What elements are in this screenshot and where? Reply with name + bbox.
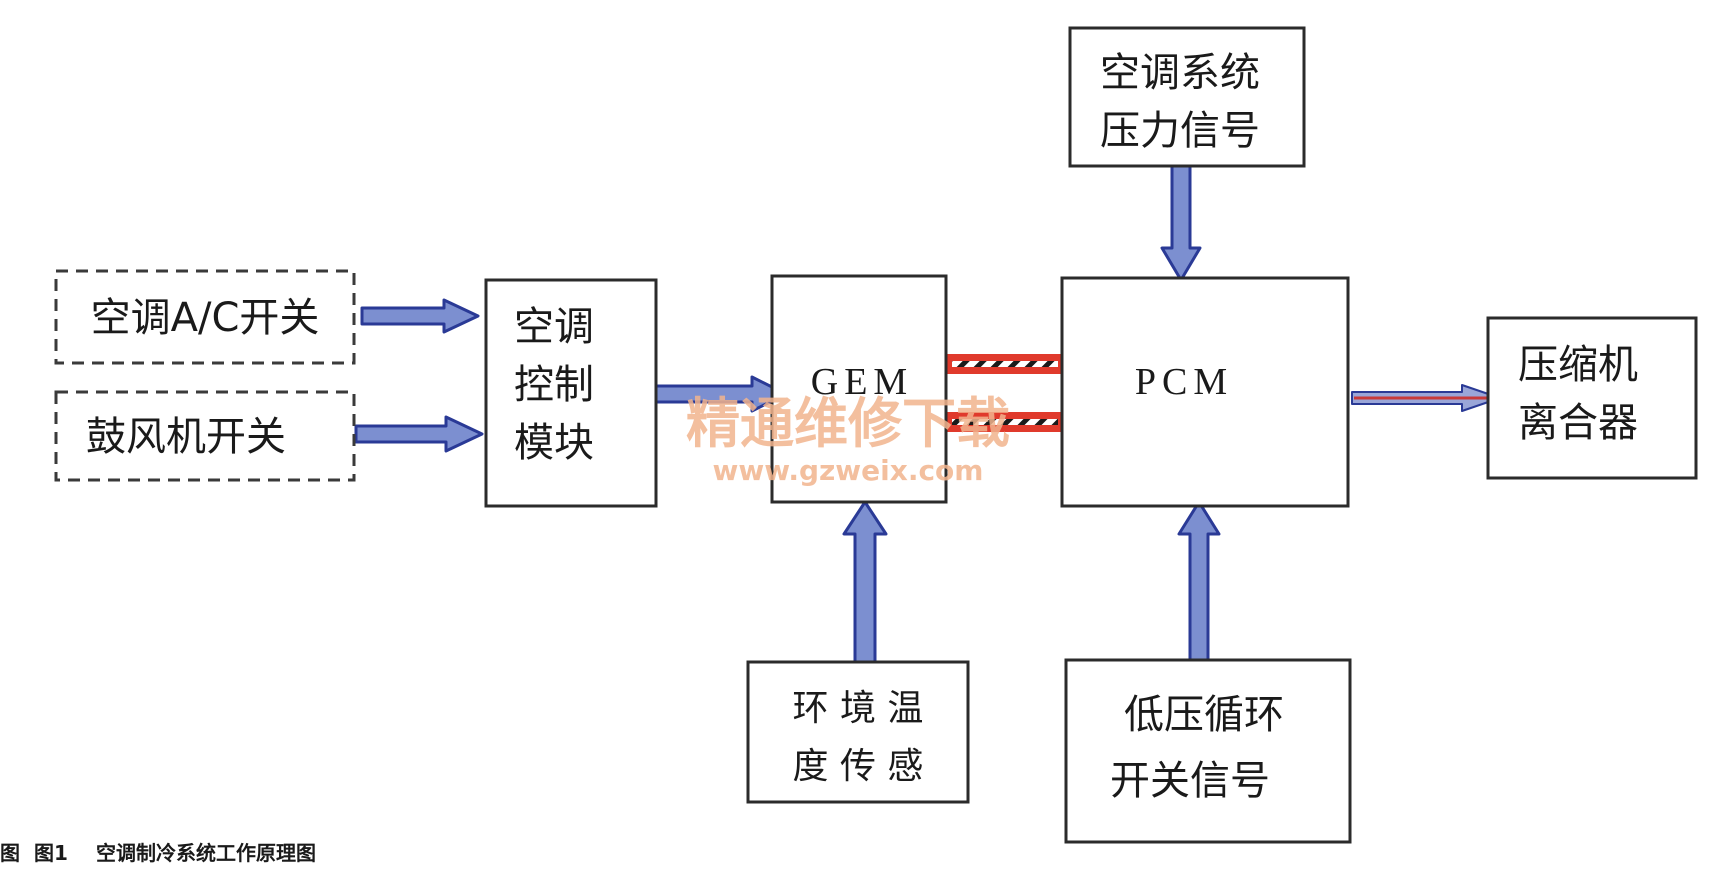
node-ac-switch: 空调A/C开关 [54, 269, 356, 365]
ambient-sensor-line-1: 环 境 温 [793, 688, 924, 729]
edge-pcm-to-compressor-clutch [1351, 384, 1501, 412]
edge-module-to-gem [654, 375, 788, 413]
pcm-label: PCM [1135, 361, 1233, 403]
ambient-sensor-line-2: 度 传 感 [793, 746, 924, 787]
watermark-title: 精通维修下载 [686, 392, 1010, 455]
node-pcm: PCM [1060, 276, 1350, 508]
low-pressure-switch-line-1: 低压循环 [1124, 692, 1284, 738]
blower-switch-label: 鼓风机开关 [86, 414, 286, 460]
low-pressure-switch-line-2: 开关信号 [1110, 758, 1270, 804]
node-gem: GEM [770, 274, 948, 504]
compressor-clutch-line-1: 压缩机 [1518, 342, 1638, 388]
ac-module-line-1: 空调 [514, 304, 594, 350]
ac-switch-label: 空调A/C开关 [91, 295, 320, 341]
node-low-pressure-switch: 低压循环 开关信号 [1064, 658, 1352, 844]
caption-figure-number: 图1 [34, 841, 68, 865]
gem-label: GEM [811, 361, 913, 403]
node-compressor-clutch: 压缩机 离合器 [1486, 316, 1698, 480]
ac-module-line-2: 控制 [514, 362, 594, 408]
pressure-signal-line-1: 空调系统 [1100, 50, 1260, 96]
pressure-signal-line-2: 压力信号 [1100, 108, 1260, 154]
caption-prefix: 图 [0, 841, 20, 865]
watermark: 精通维修下载 www.gzweix.com [686, 392, 1010, 487]
edge-gem-pcm-bus [946, 354, 1064, 432]
node-ambient-sensor: 环 境 温 度 传 感 [746, 660, 970, 804]
caption-title: 空调制冷系统工作原理图 [96, 841, 316, 865]
edge-low-pressure-switch-to-pcm [1177, 500, 1221, 662]
edge-blower-switch-to-module [354, 415, 484, 453]
node-pressure-signal: 空调系统 压力信号 [1068, 26, 1306, 168]
node-ac-control-module: 空调 控制 模块 [484, 278, 658, 508]
watermark-url: www.gzweix.com [713, 454, 984, 487]
edge-pressure-signal-to-pcm [1160, 162, 1202, 282]
figure-caption: 图 图1 空调制冷系统工作原理图 [0, 841, 316, 865]
node-blower-switch: 鼓风机开关 [54, 390, 356, 482]
edge-ac-switch-to-module [360, 298, 480, 334]
compressor-clutch-line-2: 离合器 [1518, 400, 1638, 446]
ac-module-line-3: 模块 [514, 420, 594, 466]
edge-ambient-sensor-to-gem [842, 500, 888, 664]
